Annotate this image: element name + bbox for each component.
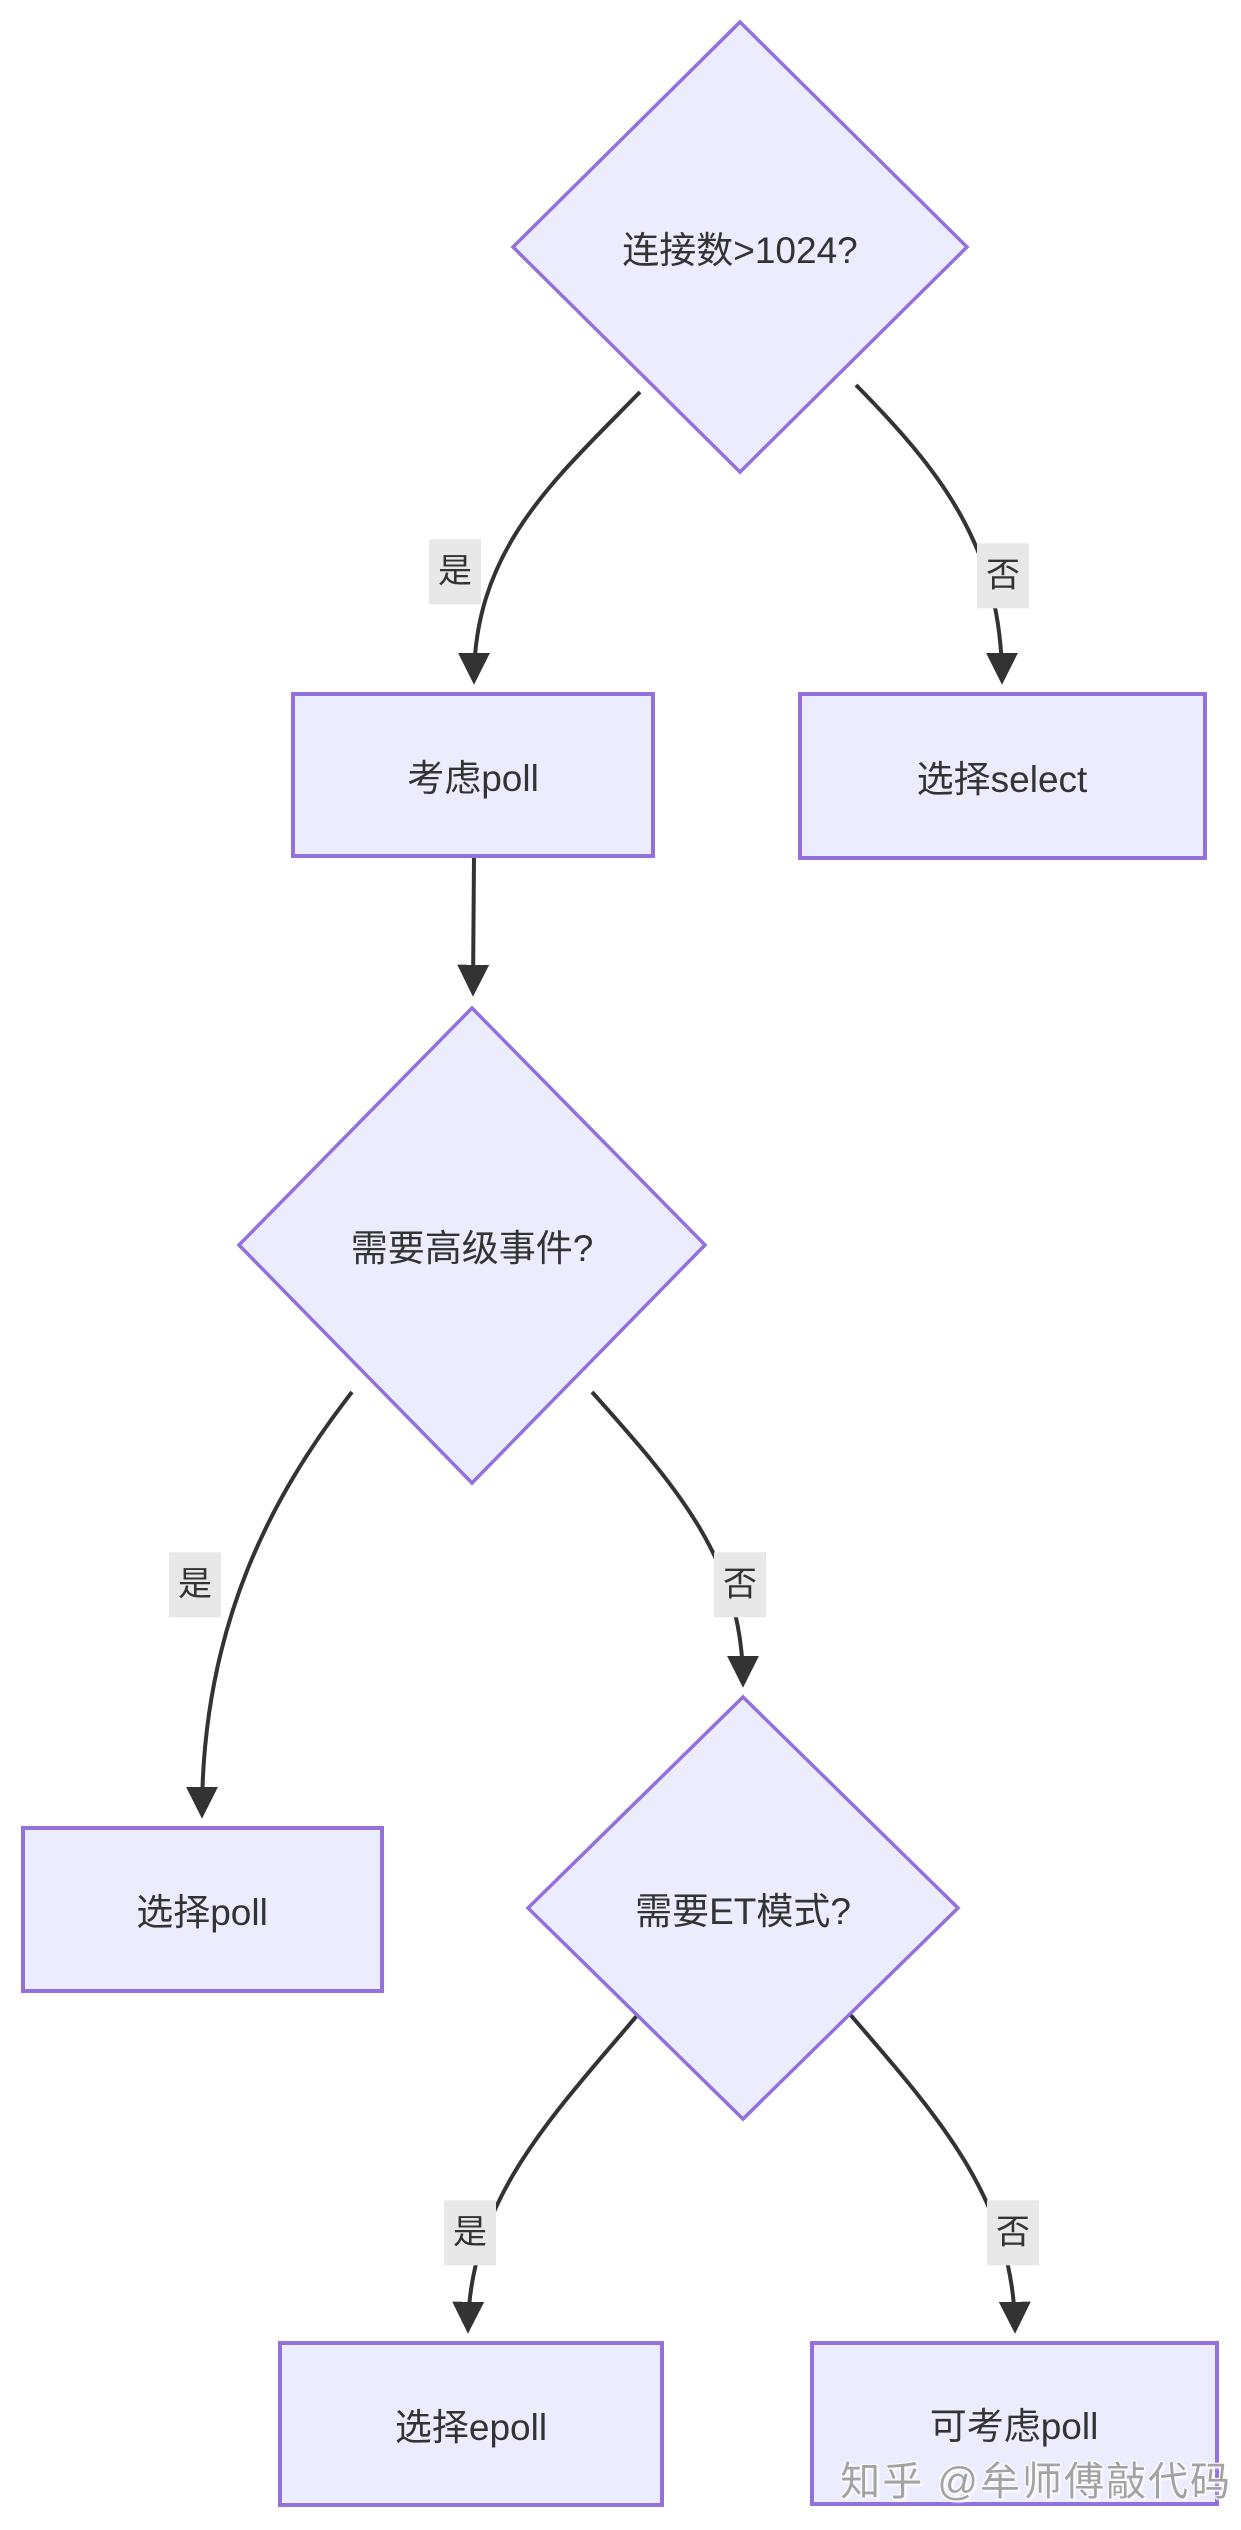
process-choose-epoll-label: 选择epoll xyxy=(394,2407,548,2448)
decision-advanced-events-label: 需要高级事件? xyxy=(350,1228,594,1269)
decision-et-mode-label: 需要ET模式? xyxy=(635,1891,851,1932)
edge-label-no-1: 否 xyxy=(977,543,1029,609)
process-consider-poll2-shape xyxy=(810,2341,1219,2506)
edge-label-yes-1: 是 xyxy=(429,539,481,605)
edges-group xyxy=(186,383,1031,2334)
edge-label-yes-3: 是 xyxy=(444,2200,496,2266)
edge-yes-to-consider-poll xyxy=(458,390,642,685)
process-select-select-shape xyxy=(798,692,1207,860)
process-choose-poll-shape xyxy=(21,1826,384,1993)
process-choose-epoll-shape xyxy=(278,2341,664,2507)
edge-no-to-consider-poll2 xyxy=(846,2010,1031,2334)
process-consider-poll-label: 考虑poll xyxy=(407,758,539,799)
decision-nodes-group xyxy=(236,19,970,2122)
process-nodes-group xyxy=(21,692,1219,2507)
edge-no-to-et-mode xyxy=(590,1390,759,1688)
edge-no-to-select-select xyxy=(854,383,1018,685)
process-consider-poll2-label: 可考虑poll xyxy=(929,2406,1099,2447)
edge-yes-to-choose-poll xyxy=(186,1390,354,1819)
edge-label-no-2: 否 xyxy=(714,1552,766,1618)
edge-label-yes-2: 是 xyxy=(169,1552,221,1618)
process-choose-poll-label: 选择poll xyxy=(136,1892,268,1933)
process-select-select-label: 选择select xyxy=(916,759,1088,800)
decision-advanced-events-shape xyxy=(236,1005,708,1486)
process-consider-poll-shape xyxy=(291,692,655,858)
watermark: 知乎 @牟师傅敲代码 xyxy=(840,2460,1232,2504)
decision-connections-label: 连接数>1024? xyxy=(622,230,858,271)
edge-yes-to-choose-epoll xyxy=(452,2010,642,2334)
edge-consider-poll-to-advanced-events xyxy=(457,855,490,997)
decision-connections-shape xyxy=(510,19,970,475)
edge-label-no-3: 否 xyxy=(987,2200,1039,2266)
decision-et-mode-shape xyxy=(525,1694,961,2122)
